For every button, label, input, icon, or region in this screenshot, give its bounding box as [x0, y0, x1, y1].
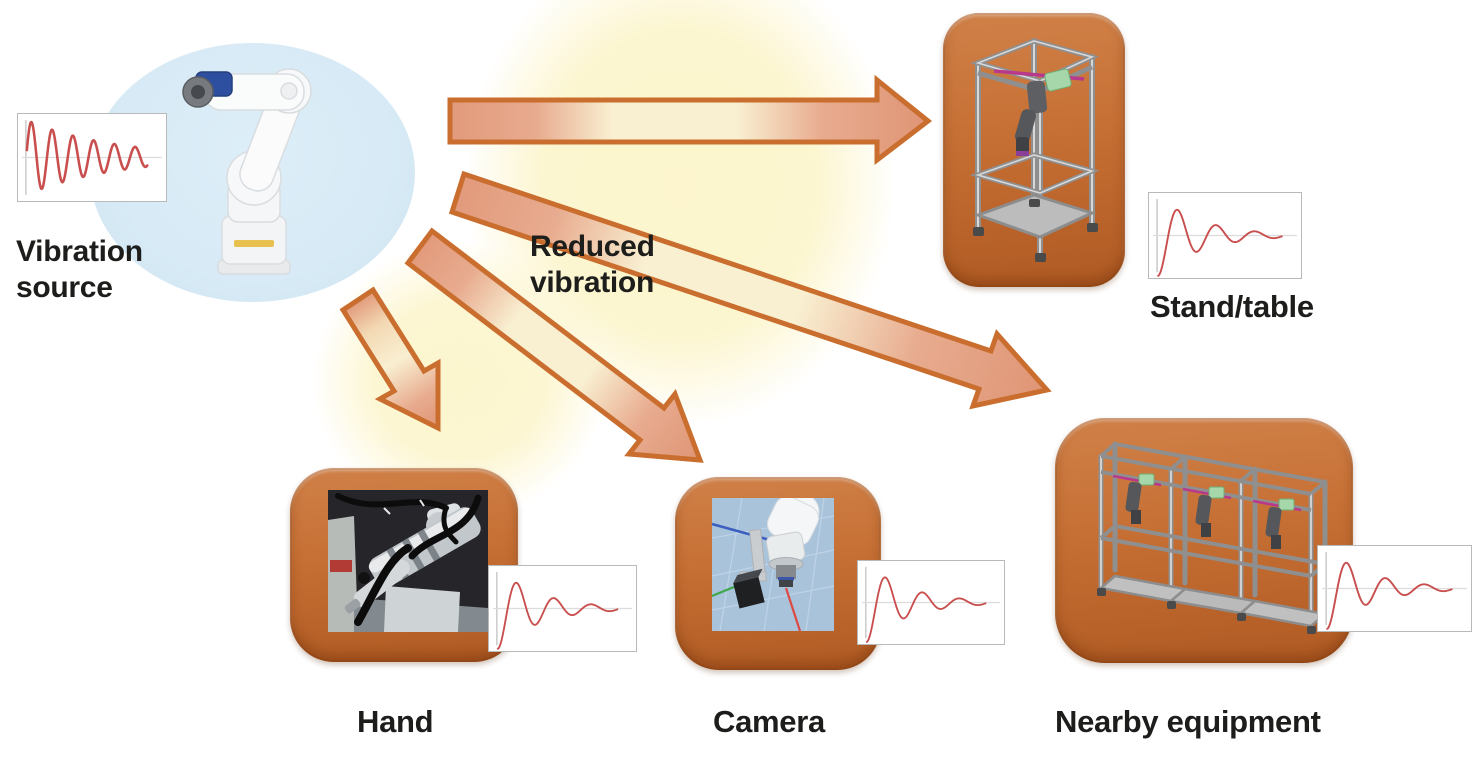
arrow-source-to-hand	[339, 286, 441, 433]
arrow-source-to-camera	[404, 227, 704, 463]
robot-arm-image	[182, 68, 312, 275]
hand-photo	[328, 490, 488, 632]
waveform-chart-hand	[488, 565, 637, 652]
camera-photo	[712, 498, 834, 631]
stand-table-label: Stand/table	[1150, 289, 1314, 324]
arrow-source-to-nearby-equipment	[448, 170, 1052, 410]
target-box-stand	[943, 13, 1125, 287]
nearby-equipment-label: Nearby equipment	[1055, 704, 1321, 739]
target-box-camera	[675, 477, 881, 670]
waveform-chart-stand	[1148, 192, 1302, 279]
stand-frame-image	[969, 38, 1100, 262]
waveform-chart-source	[17, 113, 167, 202]
reduced-vibration-label: Reduced vibration	[530, 230, 655, 299]
target-box-hand	[290, 468, 518, 662]
hand-label: Hand	[357, 704, 434, 739]
camera-label: Camera	[713, 704, 825, 739]
nearby-equipment-image	[1097, 441, 1328, 634]
waveform-chart-nearby	[1317, 545, 1472, 632]
vibration-source-label: Vibration source	[16, 235, 143, 304]
arrow-source-to-stand	[447, 74, 933, 166]
target-box-nearby-equipment	[1055, 418, 1353, 663]
waveform-chart-camera	[857, 560, 1005, 645]
